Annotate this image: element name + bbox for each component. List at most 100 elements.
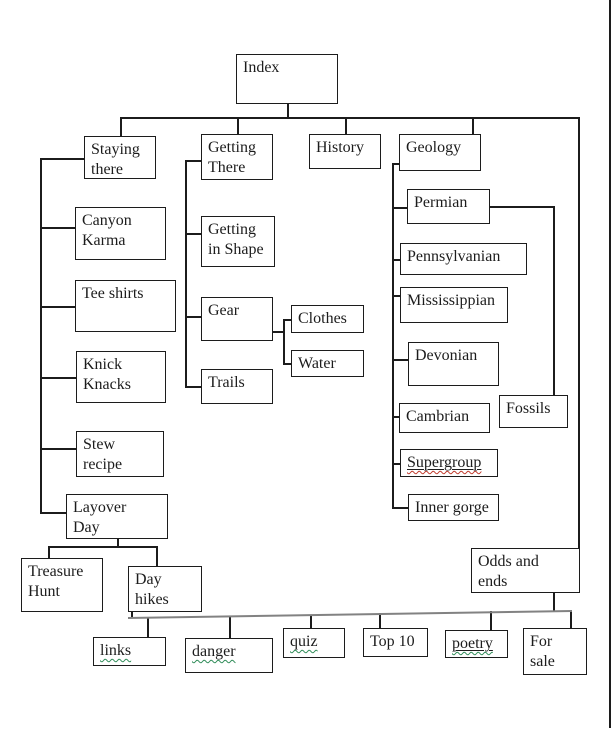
node-fossils[interactable]: Fossils [499,395,568,428]
node-label: Layover Day [73,499,127,536]
connector-line [273,331,283,333]
node-label: links [100,642,132,659]
node-layover-day[interactable]: Layover Day [66,494,168,539]
node-gear[interactable]: Gear [201,297,273,341]
connector-line [156,546,158,566]
connector-line [120,117,578,119]
connector-line [392,416,399,418]
connector-line [553,206,555,395]
connector-line [185,160,187,386]
connector-line [229,616,231,638]
node-label: Permian [414,194,468,211]
node-label: Devonian [415,347,478,364]
connector-line [40,227,75,229]
node-tee-shirts[interactable]: Tee shirts [75,280,176,332]
connector-line [40,306,75,308]
connector-line [185,386,201,388]
connector-line [185,233,201,235]
node-supergroup[interactable]: Supergroup [400,449,498,477]
node-label: quiz [290,633,318,650]
connector-line [392,259,400,261]
node-label: Day hikes [135,571,169,608]
connector-line [310,615,312,628]
node-history[interactable]: History [309,134,381,169]
connector-line [185,316,201,318]
node-poetry[interactable]: poetry [445,630,508,658]
node-odds-and-ends[interactable]: Odds and ends [471,548,580,593]
node-label: Getting There [208,139,256,176]
node-clothes[interactable]: Clothes [291,305,364,333]
node-treasure-hunt[interactable]: Treasure Hunt [21,558,103,612]
node-label: poetry [452,635,493,652]
connector-line [283,319,291,321]
node-label: Staying there [91,141,140,178]
node-day-hikes[interactable]: Day hikes [128,566,202,612]
connector-line [570,610,572,628]
node-label: For sale [530,633,555,670]
node-label: Getting in Shape [208,221,264,258]
node-label: Cambrian [406,408,470,425]
connector-line [120,117,122,136]
node-label: Canyon Karma [82,212,132,249]
node-label: Tee shirts [82,285,144,302]
node-label: Inner gorge [415,499,489,516]
node-water[interactable]: Water [291,350,364,377]
connector-line [147,617,149,637]
node-permian[interactable]: Permian [407,189,490,224]
connector-line [40,158,42,512]
node-danger[interactable]: danger [185,638,273,673]
node-label: Supergroup [407,454,481,471]
connector-line [345,117,347,134]
node-canyon-karma[interactable]: Canyon Karma [75,207,166,260]
node-label: Pennsylvanian [407,248,501,265]
node-devonian[interactable]: Devonian [408,342,499,386]
node-mississippian[interactable]: Mississippian [400,287,508,323]
node-top-10[interactable]: Top 10 [363,628,428,657]
node-for-sale[interactable]: For sale [523,628,587,675]
connector-line [578,117,580,548]
connector-line [392,295,400,297]
connector-line [185,160,201,162]
node-label-underlined-text: poetry [452,635,493,652]
node-label: Mississippian [407,292,496,309]
connector-line [131,612,133,618]
node-label: Top 10 [370,633,415,650]
node-stew-recipe[interactable]: Stew recipe [76,431,164,477]
connector-line [40,448,76,450]
node-trails[interactable]: Trails [201,369,273,404]
connector-line [283,363,291,365]
node-label: danger [192,643,236,660]
connector-line [283,319,285,364]
connector-line [490,611,492,630]
connector-line [40,158,84,160]
node-label: Geology [406,139,462,156]
connector-line [392,207,407,209]
connector-line [392,463,400,465]
node-pennsylvanian[interactable]: Pennsylvanian [400,243,527,275]
node-label-underlined-text: Supergroup [407,454,482,471]
node-inner-gorge[interactable]: Inner gorge [408,494,499,521]
node-label: Stew recipe [83,436,123,473]
node-getting-there[interactable]: Getting There [201,134,273,180]
connector-line [48,546,156,548]
connector-line [392,359,408,361]
node-getting-in-shape[interactable]: Getting in Shape [201,216,275,267]
connector-line [609,0,611,728]
connector-line [472,117,474,134]
connector-line [287,104,289,117]
node-knick-knacks[interactable]: Knick Knacks [76,351,166,403]
connector-line [553,593,555,611]
connector-line [379,613,381,628]
node-label: Fossils [506,400,551,417]
node-quiz[interactable]: quiz [283,628,345,658]
node-index[interactable]: Index [236,54,338,104]
node-label: History [316,139,364,156]
node-links[interactable]: links [93,637,166,666]
node-label: Knick Knacks [83,356,131,393]
node-label: Gear [208,302,240,319]
node-geology[interactable]: Geology [399,134,481,171]
node-label: Trails [208,374,245,391]
node-cambrian[interactable]: Cambrian [399,403,490,433]
node-staying-there[interactable]: Staying there [84,136,156,179]
